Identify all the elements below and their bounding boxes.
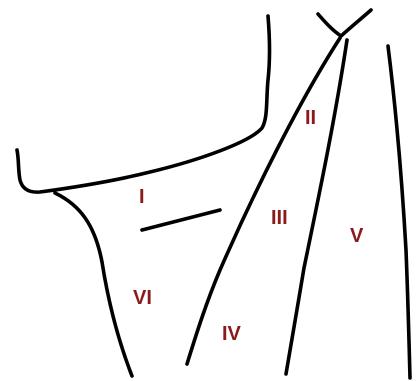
label-level-III: III <box>271 207 288 229</box>
trapezius-line <box>388 46 410 378</box>
label-level-IV: IV <box>222 323 242 345</box>
top-v-shape <box>318 10 371 36</box>
label-level-II: II <box>305 107 316 129</box>
label-level-V: V <box>350 225 364 247</box>
scm-posterior-border <box>286 40 347 374</box>
label-level-I: I <box>139 186 145 208</box>
anterior-neck-line <box>55 193 132 376</box>
jaw-outline <box>17 16 270 192</box>
label-level-VI: VI <box>133 287 152 309</box>
level-I-divider <box>142 210 220 230</box>
